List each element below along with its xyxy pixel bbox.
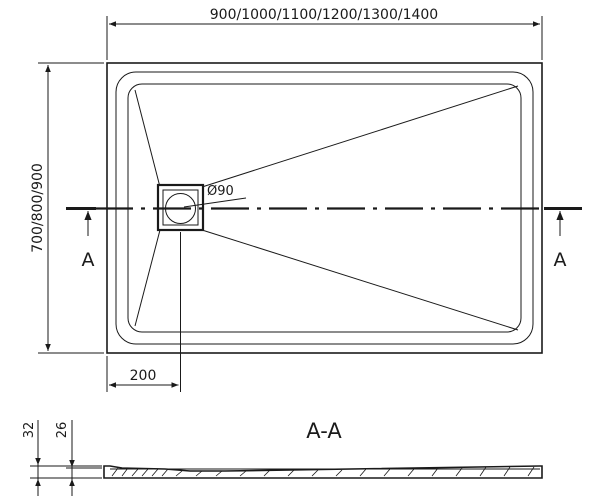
drain-offset-dimension: 200 [106, 232, 181, 392]
section-marker-right: A [554, 249, 567, 271]
edge-height-label: 26 [55, 422, 70, 439]
section-profile [103, 465, 543, 479]
drain-diameter-label: Ø90 [207, 184, 234, 199]
section-marker-left: A [82, 249, 95, 271]
section-title: A-A [306, 419, 342, 443]
slope-lines [134, 85, 519, 331]
section-hatch [111, 466, 535, 477]
drain-offset-label: 200 [130, 368, 157, 384]
width-label: 900/1000/1100/1200/1300/1400 [210, 7, 438, 23]
width-dimension: 900/1000/1100/1200/1300/1400 [106, 7, 543, 60]
total-height-label: 32 [22, 422, 37, 439]
plan-view: A A Ø90 [66, 62, 582, 354]
depth-dimension: 700/800/900 [30, 62, 104, 354]
depth-label: 700/800/900 [30, 163, 46, 253]
diameter-leader [183, 197, 247, 208]
section-view: A-A 32 26 [22, 419, 543, 496]
